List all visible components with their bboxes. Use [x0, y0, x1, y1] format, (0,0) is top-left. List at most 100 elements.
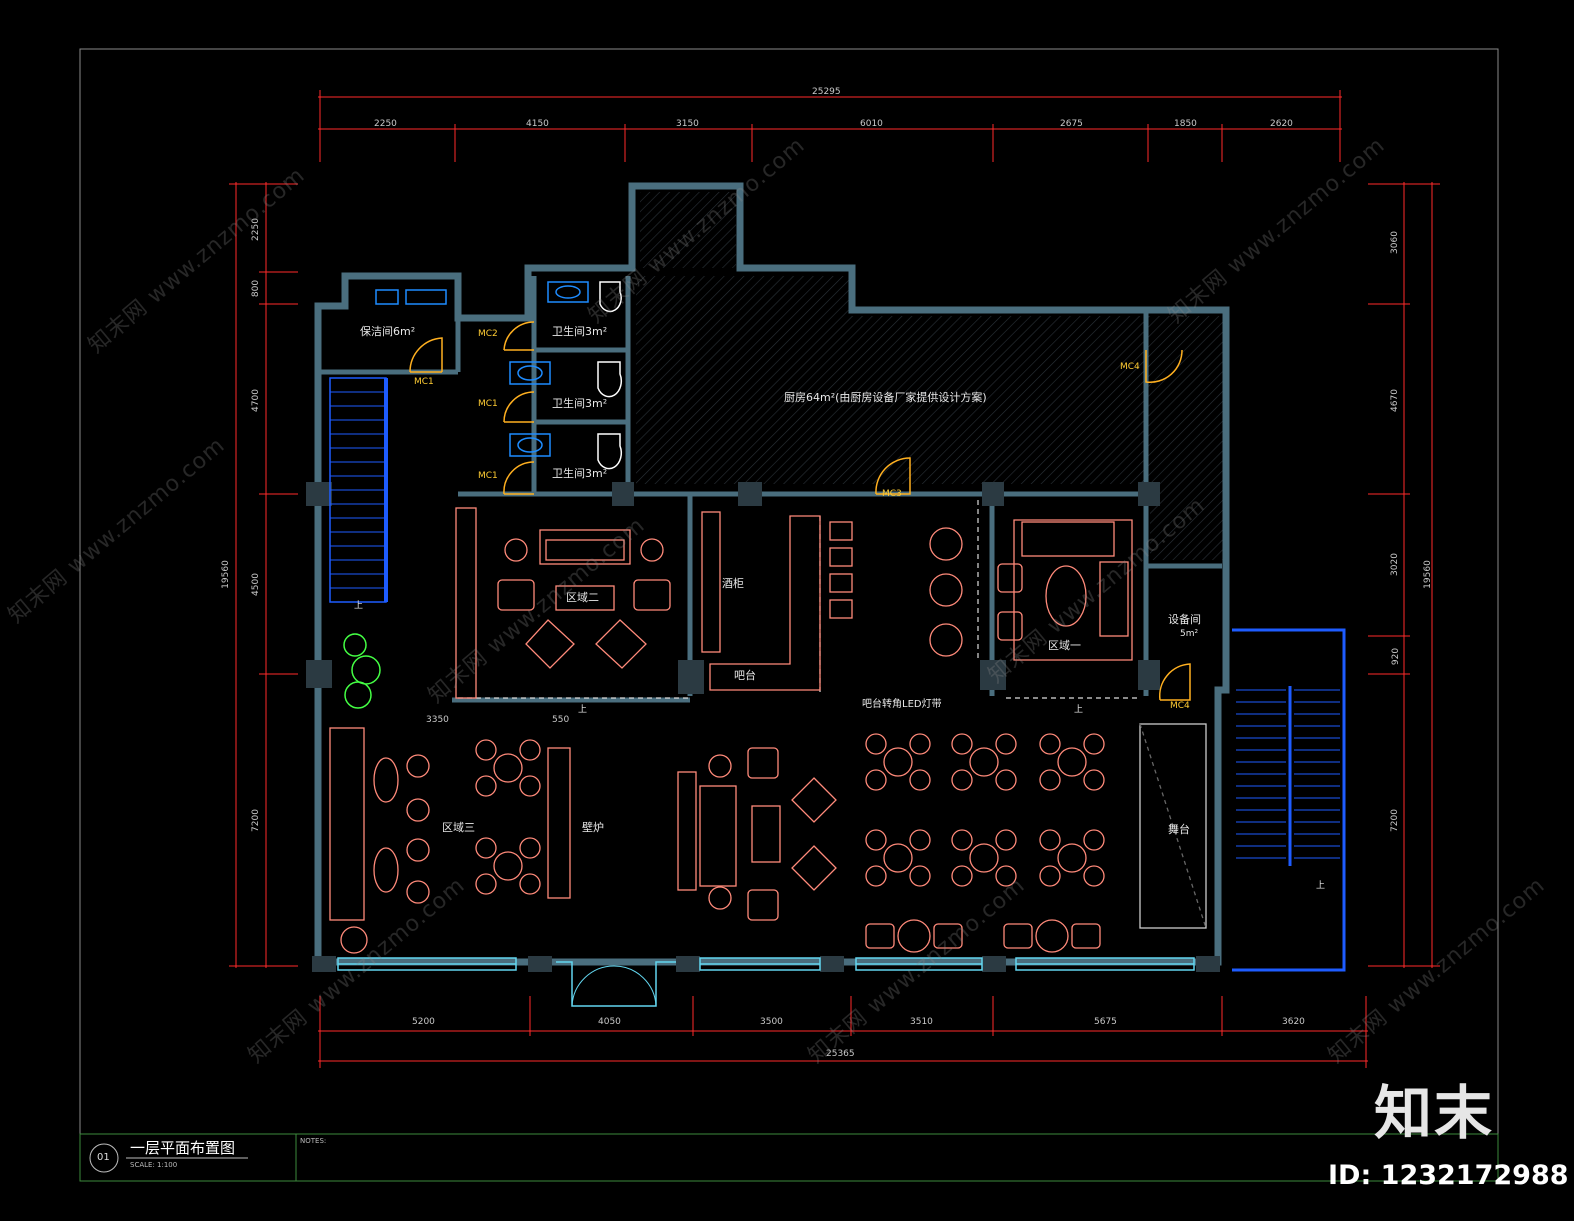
dim-left-4: 4500: [250, 573, 261, 596]
chair: [995, 733, 1017, 755]
round-table: [969, 843, 999, 873]
drawing-number: 01: [97, 1152, 110, 1163]
side-table: [708, 886, 732, 910]
round-table: [883, 843, 913, 873]
dim-left-5: 7200: [250, 809, 261, 832]
dim-right-5: 7200: [1389, 809, 1400, 832]
drawing-scale: SCALE: 1:100: [130, 1161, 178, 1169]
door-tag-mc1-b: MC1: [478, 399, 498, 409]
drawing-number-circle: [89, 1143, 119, 1173]
round-table: [929, 573, 963, 607]
dimension-lines: [229, 90, 1440, 1068]
room-wc-2: 卫生间3m²: [552, 397, 608, 410]
dim-bottom-total: 25365: [826, 1049, 855, 1059]
side-table: [340, 926, 368, 954]
planters: [343, 633, 381, 709]
side-table: [640, 538, 664, 562]
dim-inner-1: 3350: [426, 715, 449, 725]
chair: [1083, 829, 1105, 851]
dim-bottom-1: 5200: [412, 1017, 435, 1027]
chair: [951, 829, 973, 851]
title-block: [79, 1133, 1499, 1182]
round-table: [493, 851, 523, 881]
door-tag-mc1-a: MC1: [414, 377, 434, 387]
round-table: [969, 747, 999, 777]
door-swings: [409, 321, 1191, 701]
chair: [406, 880, 430, 904]
chair: [995, 865, 1017, 887]
image-id: ID: 1232172988: [1328, 1160, 1569, 1191]
zone2-sofa: [539, 529, 631, 565]
chair: [519, 775, 541, 797]
stair-up-zone1: 上: [1074, 705, 1084, 715]
room-kitchen: 厨房64m²(由厨房设备厂家提供设计方案): [784, 391, 987, 404]
left-stair-treads: [330, 391, 384, 589]
chair: [995, 829, 1017, 851]
dim-top-total: 25295: [812, 87, 841, 97]
chair: [475, 837, 497, 859]
dim-right-4: 920: [1391, 647, 1402, 666]
chair: [475, 739, 497, 761]
chair: [933, 923, 963, 949]
chair: [406, 838, 430, 862]
chair: [951, 733, 973, 755]
entrance-door: [571, 965, 657, 1007]
chair: [1083, 769, 1105, 791]
dim-right-3: 3020: [1389, 553, 1400, 576]
round-table: [1035, 919, 1069, 953]
chair: [475, 873, 497, 895]
chair: [909, 769, 931, 791]
room-zone3: 区域三: [442, 821, 475, 834]
dim-top-1: 2250: [374, 119, 397, 129]
shaft-hatch: [640, 192, 736, 268]
furniture-layout: [329, 507, 1207, 929]
dim-inner-2: 550: [552, 715, 570, 725]
door-tag-mc4-a: MC4: [1120, 362, 1140, 372]
chair: [406, 754, 430, 778]
sheet-notes: NOTES:: [300, 1137, 327, 1145]
room-wc-1: 卫生间3m²: [552, 325, 608, 338]
chair: [1039, 865, 1061, 887]
dim-left-3: 4700: [250, 389, 261, 412]
chair: [865, 923, 895, 949]
dim-top-2: 4150: [526, 119, 549, 129]
zone3-banquette: [329, 727, 365, 921]
chair: [1039, 733, 1061, 755]
chair: [1039, 829, 1061, 851]
chair: [951, 769, 973, 791]
dim-top-7: 2620: [1270, 119, 1293, 129]
chair: [995, 769, 1017, 791]
room-cleaning: 保洁间6m²: [360, 325, 416, 338]
room-fireplace: 壁炉: [582, 821, 604, 834]
dim-top-4: 6010: [860, 119, 883, 129]
chair: [865, 733, 887, 755]
dim-right-total: 19560: [1422, 560, 1433, 589]
chair: [1083, 733, 1105, 755]
chair: [951, 865, 973, 887]
dim-left-total: 19560: [220, 560, 231, 589]
door-tag-mc4-b: MC4: [1170, 701, 1190, 711]
chair: [909, 733, 931, 755]
chair: [909, 865, 931, 887]
dim-bottom-2: 4050: [598, 1017, 621, 1027]
room-wine-cabinet: 酒柜: [722, 577, 744, 590]
room-zone1: 区域一: [1048, 639, 1081, 652]
storefront-windows: [337, 957, 1195, 1007]
round-table: [929, 623, 963, 657]
brand-logo: 知末: [1374, 1079, 1495, 1147]
round-table: [883, 747, 913, 777]
toilets: [597, 281, 623, 470]
oval-table: [373, 847, 399, 893]
chair: [865, 829, 887, 851]
dim-top-6: 1850: [1174, 119, 1197, 129]
chair: [519, 873, 541, 895]
stair-up-zone2: 上: [578, 705, 588, 715]
dim-top-3: 3150: [676, 119, 699, 129]
dim-bottom-4: 3510: [910, 1017, 933, 1027]
round-table: [1057, 747, 1087, 777]
drawing-title: 一层平面布置图: [130, 1139, 236, 1157]
chair: [865, 769, 887, 791]
structural-columns: [306, 482, 1220, 972]
room-stage: 舞台: [1168, 823, 1190, 836]
